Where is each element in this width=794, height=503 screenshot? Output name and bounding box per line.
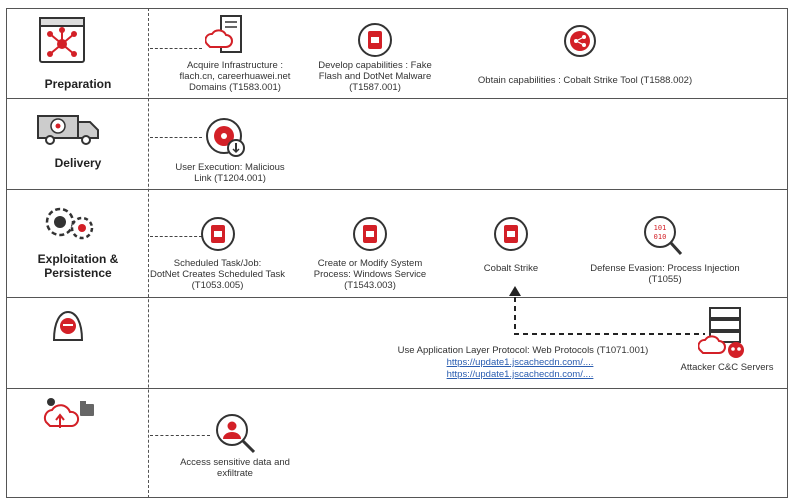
network-window-icon — [38, 16, 86, 68]
acquire-infrastructure-text: Acquire Infrastructure : flach.cn, caree… — [179, 60, 291, 93]
server-skull-icon — [698, 306, 754, 362]
stage-label-exploitation: Exploitation & Persistence — [37, 252, 119, 280]
row-divider — [6, 388, 788, 389]
biohazard-truck-icon — [36, 112, 100, 146]
svg-text:010: 010 — [654, 233, 667, 241]
hacker-icon — [50, 308, 86, 342]
protocol-text: Use Application Layer Protocol: Web Prot… — [397, 345, 649, 356]
c2-url-link[interactable]: https://update1.jscachecdn.com/.... — [446, 369, 594, 380]
binary-magnifier-icon: 101 010 — [642, 214, 684, 258]
stage-column-divider — [148, 8, 149, 498]
cloud-upload-icon — [42, 396, 98, 430]
share-nodes-icon — [563, 24, 597, 58]
develop-capabilities-text: Develop capabilities : Fake Flash and Do… — [318, 60, 432, 93]
biohazard-download-icon — [204, 116, 246, 160]
c2-url-link[interactable]: https://update1.jscachecdn.com/.... — [446, 357, 594, 368]
defense-evasion-text: Defense Evasion: Process Injection (T105… — [590, 263, 740, 285]
row-divider — [6, 297, 788, 298]
scheduled-task-text: Scheduled Task/Job: DotNet Creates Sched… — [150, 258, 286, 291]
cloud-server-icon — [205, 14, 249, 54]
bug-icon — [352, 216, 388, 252]
user-execution-text: User Execution: Malicious Link (T1204.00… — [175, 162, 285, 184]
stage-label-delivery: Delivery — [54, 156, 102, 170]
bug-icon — [200, 216, 236, 252]
access-data-text: Access sensitive data and exfiltrate — [180, 457, 290, 479]
connector — [150, 137, 202, 138]
c2-connector-arrow — [509, 286, 705, 335]
system-process-text: Create or Modify System Process: Windows… — [313, 258, 427, 291]
malware-bug-icon — [357, 22, 393, 58]
svg-text:101: 101 — [654, 224, 667, 232]
user-magnifier-icon — [214, 412, 258, 456]
gears-icon — [44, 206, 96, 242]
row-divider — [6, 189, 788, 190]
connector — [150, 48, 202, 49]
cc-servers-text: Attacker C&C Servers — [680, 362, 774, 373]
row-divider — [6, 98, 788, 99]
cobalt-strike-text: Cobalt Strike — [483, 263, 539, 274]
bug-icon — [493, 216, 529, 252]
stage-label-preparation: Preparation — [44, 77, 112, 91]
connector — [150, 435, 210, 436]
obtain-capabilities-text: Obtain capabilities : Cobalt Strike Tool… — [477, 75, 693, 86]
connector — [150, 236, 202, 237]
diagram-frame — [6, 8, 788, 498]
